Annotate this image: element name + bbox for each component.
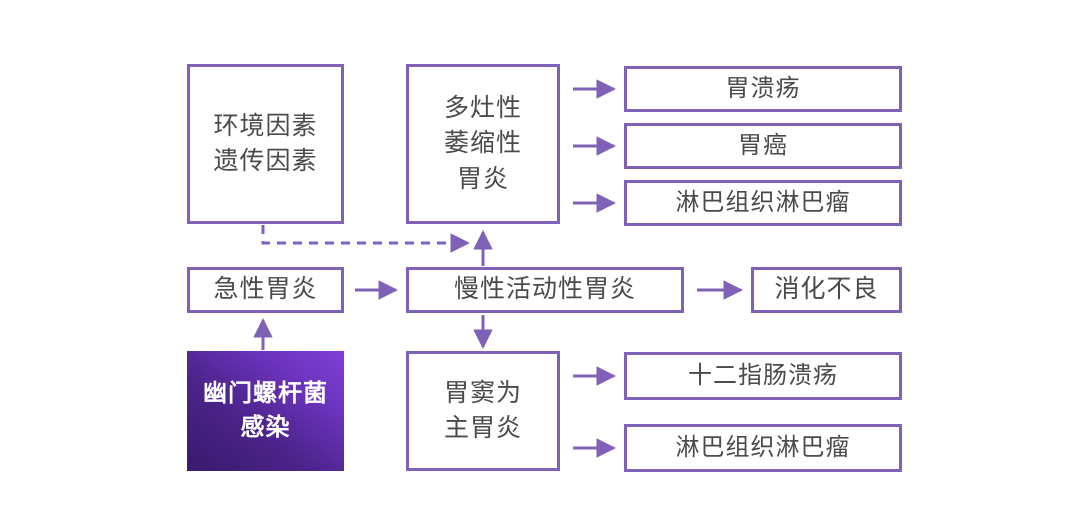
node-label-line: 胃窦为 (443, 378, 522, 407)
node-multifocal-atrophic-gastritis[interactable]: 多灶性 萎缩性 胃炎 (406, 64, 560, 224)
node-gastric-ulcer[interactable]: 胃溃疡 (624, 66, 902, 112)
node-gastric-cancer[interactable]: 胃癌 (624, 123, 902, 169)
node-label-line: 环境因素 (213, 111, 318, 140)
node-environmental-genetic-factors[interactable]: 环境因素 遗传因素 (187, 64, 344, 224)
node-label-line: 胃炎 (456, 164, 509, 193)
node-label-line: 淋巴组织淋巴瘤 (675, 433, 851, 461)
node-label-line: 遗传因素 (213, 147, 318, 175)
node-label-line: 萎缩性 (443, 129, 522, 158)
node-duodenal-ulcer[interactable]: 十二指肠溃疡 (624, 352, 902, 400)
node-acute-gastritis[interactable]: 急性胃炎 (187, 267, 344, 313)
node-label-line: 多灶性 (443, 93, 522, 122)
node-label-line: 幽门螺杆菌 (203, 379, 328, 407)
node-malt-lymphoma-upper[interactable]: 淋巴组织淋巴瘤 (624, 180, 902, 226)
edge-env-to-maf (261, 225, 470, 253)
node-antral-predominant-gastritis[interactable]: 胃窦为 主胃炎 (406, 351, 560, 471)
node-chronic-active-gastritis[interactable]: 慢性活动性胃炎 (406, 267, 684, 313)
node-label-line: 胃溃疡 (725, 74, 801, 102)
node-label-line: 主胃炎 (443, 414, 522, 442)
node-label-line: 慢性活动性胃炎 (453, 275, 636, 304)
node-dyspepsia[interactable]: 消化不良 (751, 267, 902, 313)
node-label-line: 急性胃炎 (213, 275, 318, 304)
node-label-line: 感染 (240, 414, 291, 441)
node-label-line: 消化不良 (774, 275, 879, 304)
node-label-line: 淋巴组织淋巴瘤 (675, 188, 851, 216)
node-h-pylori-infection[interactable]: 幽门螺杆菌 感染 (187, 351, 344, 471)
node-label-line: 胃癌 (738, 131, 788, 159)
node-label-line: 十二指肠溃疡 (688, 361, 838, 389)
node-malt-lymphoma-lower[interactable]: 淋巴组织淋巴瘤 (624, 424, 902, 472)
